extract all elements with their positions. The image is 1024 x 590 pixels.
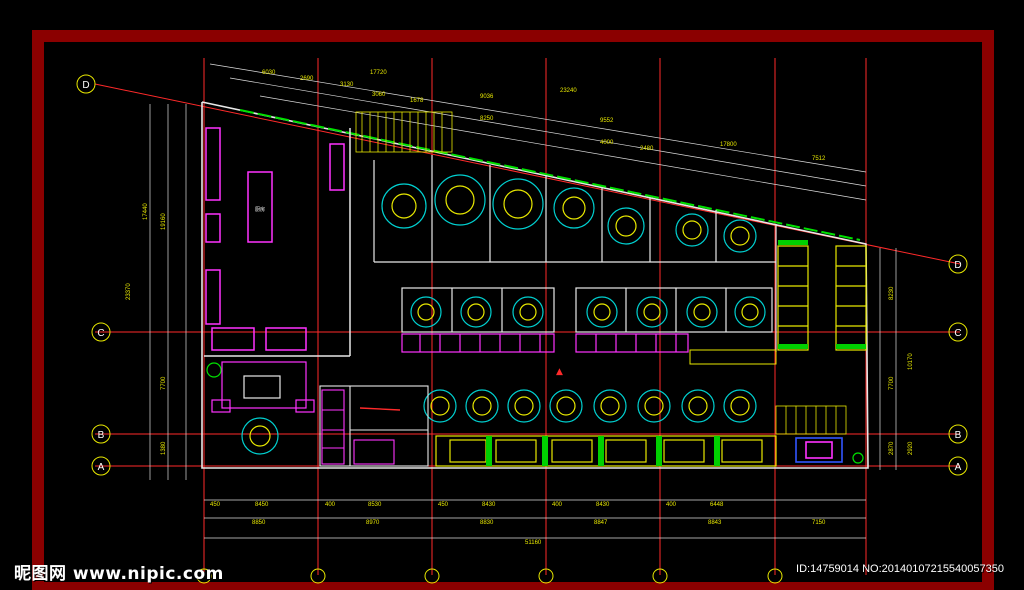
axis-label-left-d: D (82, 80, 89, 91)
dim-top-12: 2480 (640, 146, 654, 152)
axis-bubbles-right (948, 254, 968, 476)
dim-top-8: 23240 (560, 88, 577, 94)
dim-top-9: 8250 (480, 116, 494, 122)
dim-right-4: 2870 (889, 441, 895, 455)
building-outline (201, 101, 869, 469)
dim-top-1: 6030 (262, 70, 276, 76)
dim-top-6: 1678 (410, 98, 424, 104)
dim-right-3: 7700 (889, 376, 895, 390)
dim-top-2: 2690 (300, 76, 314, 82)
partitions-middle (401, 333, 689, 353)
dim-bottom-10: 6448 (710, 502, 724, 508)
private-rooms-middle (401, 287, 773, 333)
axis-label-left-b: B (98, 430, 105, 441)
dim-bottom-total: 51160 (525, 540, 542, 546)
dim-left-5: 1380 (161, 441, 167, 455)
dim-top-13: 17800 (720, 142, 737, 148)
dim-left-4: 7700 (161, 376, 167, 390)
kitchen-label: 厨房 (255, 206, 265, 213)
service-counter (689, 349, 777, 365)
dim-bottom-r2-3: 8830 (480, 520, 494, 526)
watermark-id: ID:14759014 NO:20140107215540057350 (796, 563, 1004, 575)
dim-bottom-6: 8430 (482, 502, 496, 508)
dim-left-1: 17440 (143, 203, 149, 220)
axis-label-right-d: D (954, 260, 961, 271)
kitchen-area (204, 127, 351, 357)
dim-bottom-r2-2: 8970 (366, 520, 380, 526)
lounge-left (211, 361, 315, 413)
right-booth-green (778, 240, 866, 349)
round-tables-hall (241, 389, 757, 455)
dim-top-3: 3130 (340, 82, 354, 88)
dimension-lines (149, 63, 897, 539)
dim-right-1: 8230 (889, 286, 895, 300)
axis-bubbles-bottom (196, 568, 783, 584)
private-rooms-upper (373, 155, 777, 352)
drawing-frame (32, 30, 994, 590)
booth-seats (435, 435, 777, 467)
stair-top (355, 111, 453, 153)
entrance-sofa (795, 437, 843, 463)
axis-label-left-a: A (98, 462, 105, 473)
toilet-walls (319, 385, 429, 467)
dim-bottom-5: 450 (438, 502, 449, 508)
dim-top-7: 9036 (480, 94, 494, 100)
dim-bottom-r2-1: 8850 (252, 520, 266, 526)
plant-icon-left (206, 362, 222, 378)
dim-top-4: 17720 (370, 70, 387, 76)
round-tables-upper (381, 174, 757, 253)
dim-top-11: 4000 (600, 140, 614, 146)
axis-label-left-c: C (97, 328, 104, 339)
dim-bottom-7: 400 (552, 502, 563, 508)
watermark-site: 昵图网 www.nipic.com (14, 564, 224, 584)
dim-bottom-3: 400 (325, 502, 336, 508)
dim-bottom-r2-4: 8847 (594, 520, 608, 526)
dim-bottom-1: 450 (210, 502, 221, 508)
axis-label-right-c: C (954, 328, 961, 339)
booth-green (486, 436, 720, 466)
axis-label-right-b: B (955, 430, 962, 441)
dim-top-14: 7512 (812, 156, 826, 162)
dim-bottom-4: 8530 (368, 502, 382, 508)
dim-right-5: 2920 (908, 441, 914, 455)
plant-icon (852, 452, 864, 464)
stair-bottom (775, 405, 847, 435)
round-tables-middle (410, 296, 766, 328)
dim-left-3: 23370 (126, 283, 132, 300)
axis-label-right-a: A (955, 462, 962, 473)
right-booths (777, 245, 867, 351)
dim-right-2: 10170 (908, 353, 914, 370)
toilet-block (321, 389, 395, 465)
dim-bottom-2: 8450 (255, 502, 269, 508)
dim-top-5: 3060 (372, 92, 386, 98)
entry-marker: ▲ (556, 367, 563, 377)
axis-bubbles-left (76, 74, 111, 476)
dim-left-2: 19160 (161, 213, 167, 230)
dim-bottom-r2-6: 7150 (812, 520, 826, 526)
entry-arrow (359, 407, 401, 411)
dim-bottom-r2-5: 8843 (708, 520, 722, 526)
dim-bottom-8: 8430 (596, 502, 610, 508)
dim-bottom-9: 400 (666, 502, 677, 508)
dim-top-10: 9552 (600, 118, 614, 124)
